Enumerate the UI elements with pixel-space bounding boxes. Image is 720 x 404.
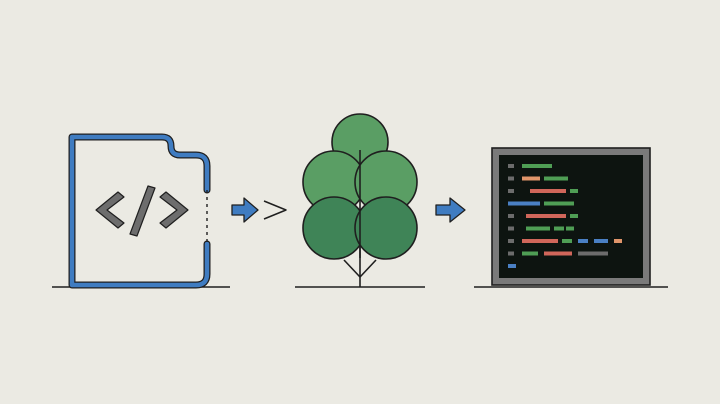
code-line-segment	[544, 251, 572, 256]
angle-left-shape	[95, 191, 125, 229]
tree-icon	[295, 113, 425, 288]
code-line-segment	[530, 189, 566, 193]
code-line-segment	[526, 226, 550, 231]
code-line-segment	[508, 264, 516, 268]
code-line-segment	[508, 164, 514, 168]
code-line-segment	[508, 176, 514, 181]
code-line-segment	[508, 226, 514, 231]
code-line-segment	[508, 214, 514, 218]
code-line-segment	[508, 251, 514, 256]
arrow-right-icon	[435, 197, 466, 223]
code-line-segment	[614, 239, 622, 243]
code-line-segment	[522, 239, 558, 243]
code-screen-icon	[474, 147, 668, 288]
arrow-right-icon	[231, 197, 259, 223]
code-file-icon	[52, 133, 230, 289]
code-line-segment	[570, 214, 578, 218]
code-line-segment	[554, 226, 564, 231]
code-line-segment	[544, 176, 568, 181]
code-glyph-icon	[95, 185, 189, 237]
code-line-segment	[594, 239, 608, 243]
code-line-segment	[566, 226, 574, 231]
tree-leaf-low-right	[354, 196, 418, 260]
code-line-segment	[522, 176, 540, 181]
code-line-segment	[522, 251, 538, 256]
code-line-segment	[526, 214, 566, 218]
code-line-segment	[578, 251, 608, 256]
code-line-segment	[562, 239, 572, 243]
slash-shape	[129, 185, 156, 237]
code-lines	[508, 164, 622, 268]
angle-right-shape	[159, 191, 189, 229]
code-line-segment	[508, 201, 540, 206]
code-line-segment	[570, 189, 578, 193]
file-outline-fill	[69, 134, 210, 288]
chevron-right-icon	[263, 200, 287, 220]
tree-branch-left	[343, 259, 361, 278]
code-line-segment	[508, 189, 514, 193]
code-line-segment	[508, 239, 514, 243]
code-line-segment	[578, 239, 588, 243]
code-line-segment	[544, 201, 574, 206]
tree-branch-right	[359, 259, 377, 278]
code-line-segment	[522, 164, 552, 168]
